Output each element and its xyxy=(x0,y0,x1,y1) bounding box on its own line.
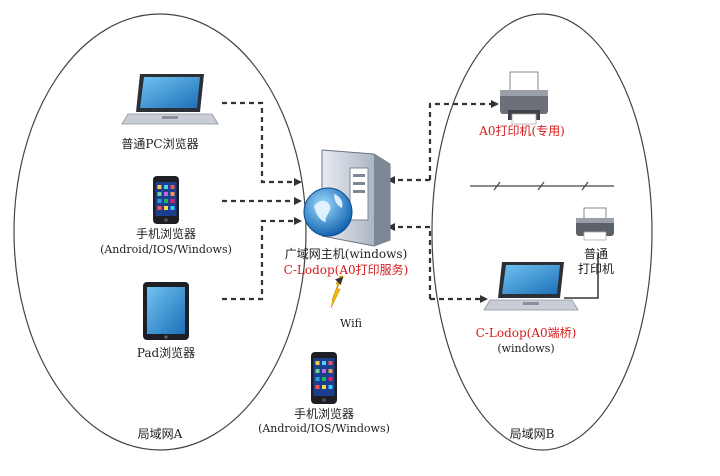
connector-pc-server xyxy=(222,101,302,186)
laptop-icon xyxy=(121,74,219,125)
lan-b-region xyxy=(431,13,653,451)
pc-browser-label: 普通PC浏览器 xyxy=(121,136,198,151)
server-label: 广域网主机(windows) xyxy=(285,247,408,261)
pad-browser-label: Pad浏览器 xyxy=(137,345,195,360)
a0-printer-label: A0打印机(专用) xyxy=(478,123,565,138)
connector-laptop-normal-printer xyxy=(564,254,599,299)
wifi-phone-os-label: (Android/IOS/Windows) xyxy=(258,422,390,435)
phone-browser-label: 手机浏览器 xyxy=(136,226,196,241)
server-globe-icon xyxy=(303,149,391,247)
lan-b-label: 局域网B xyxy=(510,427,555,441)
smartphone-icon xyxy=(311,352,337,404)
printer-icon xyxy=(576,207,614,241)
network-segment xyxy=(470,181,614,191)
wifi-phone-label: 手机浏览器 xyxy=(294,406,354,421)
lan-a-label: 局域网A xyxy=(138,427,183,441)
printer-icon xyxy=(500,71,548,125)
tablet-icon xyxy=(143,282,189,340)
bridge-laptop-label: C-Lodop(A0端桥) xyxy=(476,326,577,340)
laptop-icon xyxy=(483,262,579,311)
normal-printer-label-line1: 普通 xyxy=(584,247,608,261)
lan-a-region xyxy=(13,13,307,451)
phone-os-label: (Android/IOS/Windows) xyxy=(100,243,232,256)
wifi-label: Wifi xyxy=(340,317,363,330)
lightning-icon xyxy=(330,275,344,309)
server-service-label: C-Lodop(A0打印服务) xyxy=(284,262,409,277)
smartphone-icon xyxy=(153,176,179,224)
connectors xyxy=(222,100,499,303)
normal-printer-label-line2: 打印机 xyxy=(578,262,614,276)
connector-server-a0printer xyxy=(428,100,499,180)
connector-laptop-server xyxy=(387,223,432,299)
bridge-laptop-os-label: (windows) xyxy=(497,342,554,355)
connector-pad-server xyxy=(222,217,302,301)
